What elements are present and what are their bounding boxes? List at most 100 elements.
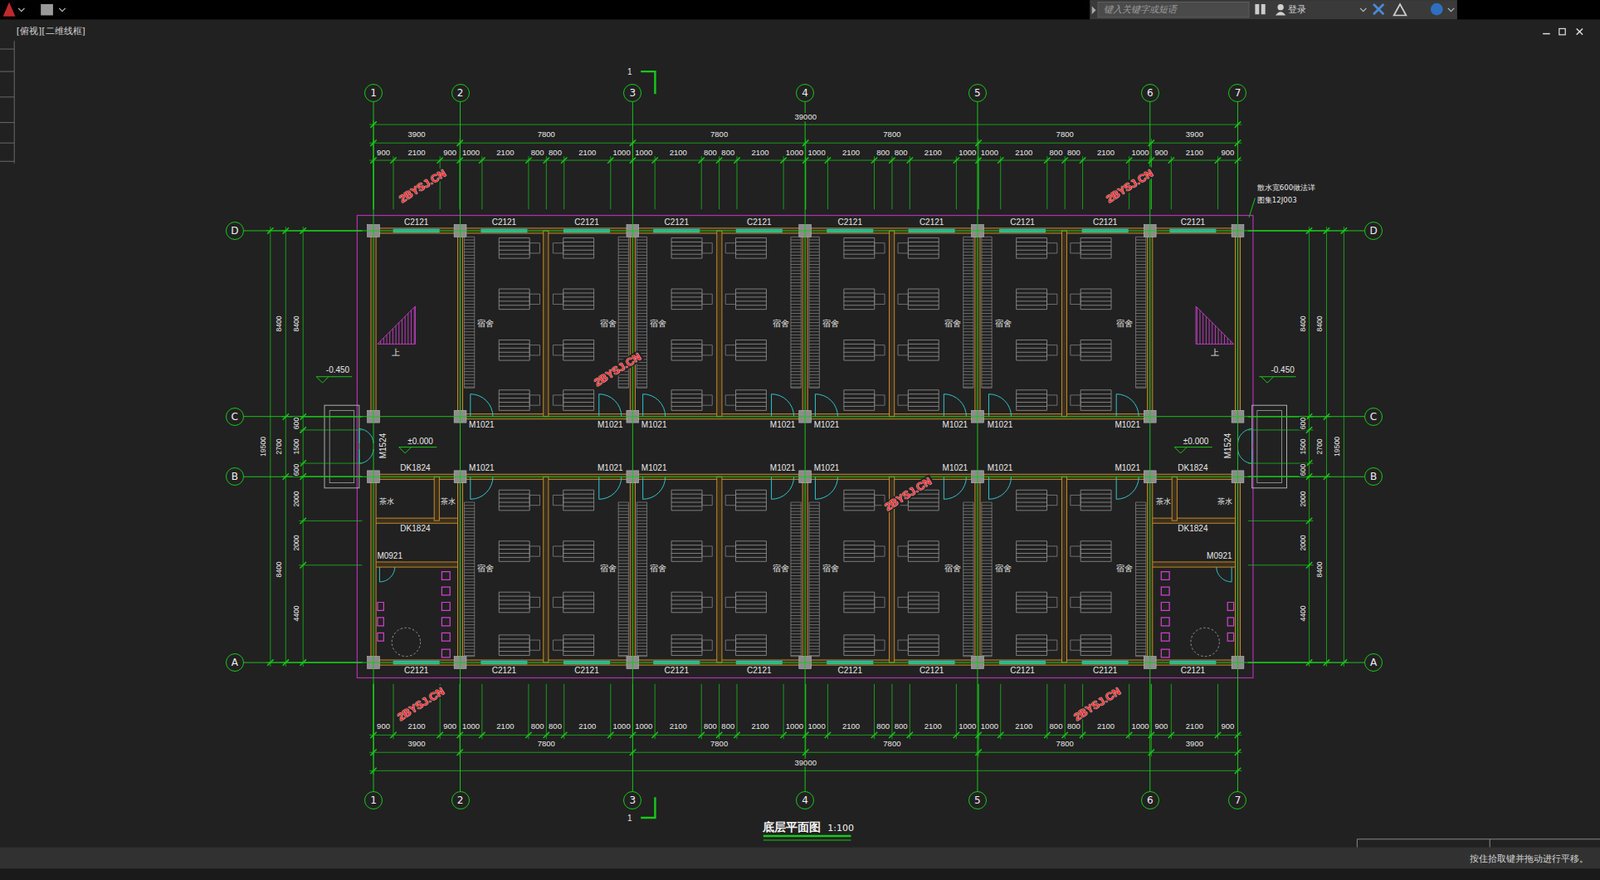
dimension-text: 4400 bbox=[1299, 604, 1308, 623]
axis-number: D bbox=[230, 225, 239, 236]
wall bbox=[543, 230, 549, 417]
menu-arrow bbox=[58, 8, 65, 12]
axis-line bbox=[1149, 102, 1151, 791]
window-tag: C2121 bbox=[1092, 666, 1118, 675]
dimension-text: 1000 bbox=[612, 722, 632, 732]
dimension-text: 1000 bbox=[980, 722, 1000, 732]
dimension-text: 900 bbox=[1153, 722, 1169, 732]
stair-mark: 上 bbox=[391, 349, 400, 358]
axis-bubble: 2 bbox=[451, 790, 470, 810]
window-tag: C2121 bbox=[838, 666, 863, 675]
dimension-text: 1000 bbox=[461, 149, 481, 158]
dimension-text: 900 bbox=[375, 149, 391, 158]
axis-number: 2 bbox=[457, 87, 464, 98]
wall bbox=[1150, 517, 1239, 523]
dimension-text: 2100 bbox=[495, 722, 515, 732]
door-tag: M1524 bbox=[379, 433, 388, 459]
view-label: [俯视][二维线框] bbox=[16, 25, 86, 35]
dimension-text: 7800 bbox=[882, 740, 902, 749]
dimension-text: 800 bbox=[547, 149, 563, 158]
info-center bbox=[1089, 0, 1458, 20]
axis-number: 1 bbox=[370, 795, 377, 805]
title-underline bbox=[763, 834, 852, 837]
wall bbox=[717, 230, 722, 417]
menu-arrow bbox=[1448, 8, 1454, 12]
dimension-text: 3900 bbox=[407, 131, 427, 140]
dimension-text: 2700 bbox=[274, 437, 283, 455]
title-underline bbox=[763, 839, 852, 841]
dimension-text: 800 bbox=[1066, 722, 1082, 732]
note-leader bbox=[1248, 198, 1255, 218]
door-tag: M0921 bbox=[1206, 551, 1233, 561]
dimension-text: 600 bbox=[1299, 463, 1308, 477]
door-tag: DK1824 bbox=[1177, 524, 1208, 533]
close-button bbox=[1576, 28, 1583, 35]
axis-bubble: 6 bbox=[1141, 83, 1160, 103]
axis-line bbox=[243, 476, 1365, 478]
dimension-text: 1000 bbox=[957, 149, 977, 158]
entrance-door bbox=[359, 428, 374, 464]
axis-bubble: 6 bbox=[1141, 790, 1160, 810]
door-tag: M1021 bbox=[597, 463, 624, 473]
window-tag: C2121 bbox=[1180, 666, 1205, 675]
axis-line bbox=[804, 102, 806, 791]
quick-icon bbox=[40, 4, 54, 16]
app-logo bbox=[3, 2, 16, 17]
door-tag: DK1824 bbox=[400, 463, 430, 473]
window-tag: C2121 bbox=[663, 218, 688, 227]
entrance-porch bbox=[1252, 404, 1288, 488]
axis-line bbox=[459, 102, 461, 791]
door-tag: M1021 bbox=[468, 463, 495, 473]
entrance-porch bbox=[1257, 409, 1283, 483]
user-icon bbox=[1277, 4, 1283, 10]
room-name: 宿舍 bbox=[944, 319, 961, 328]
wall bbox=[1150, 561, 1239, 567]
dimension-text: 800 bbox=[720, 722, 736, 732]
room-name: 茶水 bbox=[440, 497, 456, 505]
door-tag: M1021 bbox=[468, 420, 495, 430]
axis-number: A bbox=[231, 657, 239, 668]
entrance-door bbox=[1237, 428, 1252, 464]
axis-number: 7 bbox=[1234, 87, 1242, 98]
wall bbox=[1061, 476, 1067, 663]
window-tag: C2121 bbox=[492, 666, 517, 675]
axis-line bbox=[632, 102, 634, 791]
axis-number: 5 bbox=[974, 87, 981, 98]
axis-bubble: 4 bbox=[795, 83, 815, 103]
dimension-text: 7800 bbox=[709, 740, 729, 749]
axis-bubble: 5 bbox=[968, 790, 987, 810]
dimension-text: 1000 bbox=[1130, 722, 1150, 732]
dimension-text: 800 bbox=[875, 149, 891, 158]
dimension-tick bbox=[267, 121, 1347, 774]
dimension-text: 1000 bbox=[785, 722, 805, 732]
door-tag: M1021 bbox=[1114, 420, 1141, 430]
dimension-text: 2100 bbox=[495, 149, 515, 158]
dimension-text: 800 bbox=[702, 149, 718, 158]
axis-bubble: A bbox=[225, 653, 244, 672]
drawing-title: 底层平面图 bbox=[762, 820, 821, 833]
scale-text: 1:100 bbox=[827, 823, 854, 833]
dimension-text: 1000 bbox=[634, 722, 654, 732]
axis-number: B bbox=[1370, 471, 1377, 482]
dimension-text: 1000 bbox=[461, 722, 481, 732]
wall bbox=[1061, 230, 1067, 417]
dimension-text: 2100 bbox=[841, 149, 861, 158]
window-tag: C2121 bbox=[663, 666, 688, 675]
window-tag: C2121 bbox=[1009, 666, 1035, 675]
axis-bubble: B bbox=[225, 467, 244, 486]
dimension-text: 2100 bbox=[407, 149, 427, 158]
dimension-text: 800 bbox=[530, 149, 546, 158]
window-tag: C2121 bbox=[838, 218, 863, 227]
window-tag: C2121 bbox=[574, 218, 599, 227]
dimension-text: 1000 bbox=[957, 722, 977, 732]
axis-line bbox=[243, 662, 1365, 664]
menu-arrow bbox=[18, 8, 25, 12]
dimension-text: 2100 bbox=[668, 722, 688, 732]
axis-number: 5 bbox=[974, 795, 981, 805]
door-tag: DK1824 bbox=[1177, 463, 1208, 473]
dimension-text: 7800 bbox=[1055, 740, 1075, 749]
door-tag: M1021 bbox=[1114, 463, 1141, 473]
dimension-text: 900 bbox=[1220, 149, 1236, 158]
dimension-text: 600 bbox=[292, 463, 300, 477]
dimension-text: 900 bbox=[375, 722, 391, 732]
